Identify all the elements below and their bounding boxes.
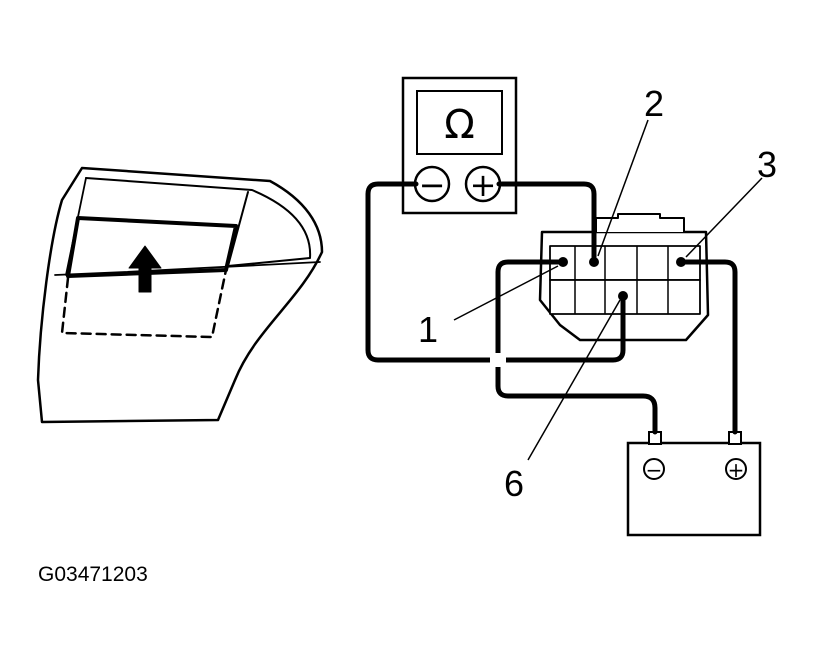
- battery-positive-sign: +: [728, 458, 745, 482]
- leader-1: [453, 265, 559, 321]
- wire-meter-negative: [365, 181, 626, 363]
- battery-negative-sign: −: [646, 458, 663, 482]
- leader-2: [597, 119, 649, 257]
- leader-3: [685, 177, 763, 258]
- ohm-symbol: Ω: [444, 102, 475, 148]
- wire-crossing-gap: [490, 353, 506, 367]
- wire-battery-negative: [495, 259, 658, 435]
- battery: − +: [626, 431, 762, 537]
- ohmmeter: Ω − +: [401, 76, 518, 215]
- callout-1-label: 1: [418, 309, 438, 350]
- battery-negative-icon: [643, 458, 665, 480]
- terminal-3-dot: [676, 257, 686, 267]
- terminal-1-dot: [558, 257, 568, 267]
- door-outline: [36, 166, 324, 424]
- callout-2-label: 2: [644, 83, 664, 124]
- ohmmeter-display: [416, 90, 503, 155]
- door-glass-lowered: [60, 268, 228, 339]
- connector-latch: [595, 213, 685, 232]
- callout-6-label: 6: [504, 463, 524, 504]
- battery-body: [626, 441, 762, 537]
- connector-terminals: [558, 257, 686, 301]
- figure-code: G03471203: [38, 563, 148, 586]
- wire-battery-positive: [679, 259, 738, 435]
- battery-positive-icon: [725, 458, 747, 480]
- door-window-frame: [85, 177, 312, 267]
- terminal-6-dot: [618, 291, 628, 301]
- wires: [365, 181, 738, 435]
- meter-positive-sign: +: [470, 166, 497, 204]
- wire-meter-positive: [496, 181, 597, 264]
- up-arrow-icon: [128, 245, 162, 293]
- rear-door: [36, 166, 324, 424]
- leader-6: [527, 299, 621, 461]
- motor-connector: [538, 213, 710, 342]
- terminal-2-dot: [589, 257, 599, 267]
- meter-negative-sign: −: [419, 166, 446, 204]
- callout-3-label: 3: [757, 144, 777, 185]
- callout-leaders: [453, 119, 763, 461]
